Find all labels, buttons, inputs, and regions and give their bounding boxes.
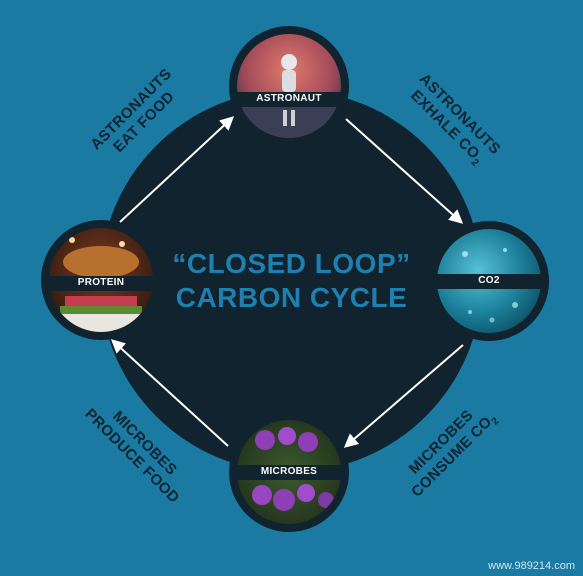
- diagram-title-line2: CARBON CYCLE: [175, 282, 408, 313]
- arrow-microbes-to-protein: [110, 339, 229, 447]
- microbes-label-band: [233, 465, 345, 480]
- astronaut-label-band: [233, 92, 345, 107]
- node-label-co2: CO2: [478, 275, 500, 286]
- co2-label-band: [433, 274, 545, 289]
- central-disc: [100, 90, 482, 472]
- node-label-astronaut: ASTRONAUT: [256, 93, 322, 104]
- arrow-astronaut-to-co2: [345, 118, 464, 224]
- node-label-microbes: MICROBES: [260, 466, 318, 477]
- astronaut-image: [237, 34, 341, 138]
- arrow-protein-to-astronaut: [119, 116, 235, 223]
- arrow-co2-to-microbes: [343, 344, 464, 448]
- diagram-title-line1: “CLOSED LOOP”: [172, 248, 411, 279]
- watermark-text: www.989214.com: [488, 560, 575, 572]
- node-label-protein: PROTEIN: [77, 277, 125, 288]
- protein-label-band: [45, 276, 157, 291]
- diagram-title: “CLOSED LOOP” CARBON CYCLE: [150, 247, 433, 315]
